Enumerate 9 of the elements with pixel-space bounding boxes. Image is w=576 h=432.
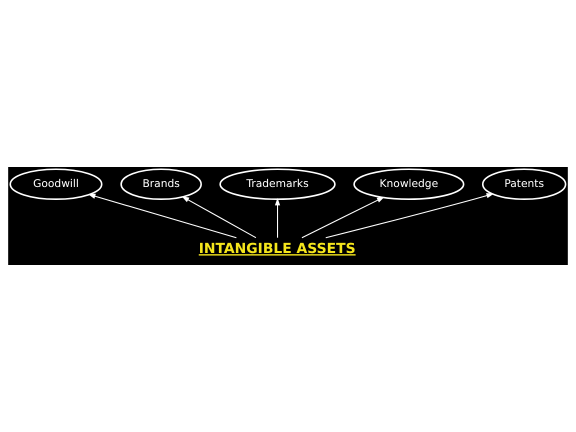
arrow — [88, 194, 237, 238]
node-ellipse: Trademarks — [219, 168, 336, 200]
arrow — [274, 198, 280, 238]
node-ellipse: Knowledge — [353, 168, 464, 200]
node-ellipse: Brands — [120, 168, 202, 200]
arrow — [326, 193, 494, 238]
node-text: INTANGIBLE ASSETS — [198, 241, 356, 258]
arrow — [182, 196, 256, 238]
arrow — [302, 196, 384, 238]
